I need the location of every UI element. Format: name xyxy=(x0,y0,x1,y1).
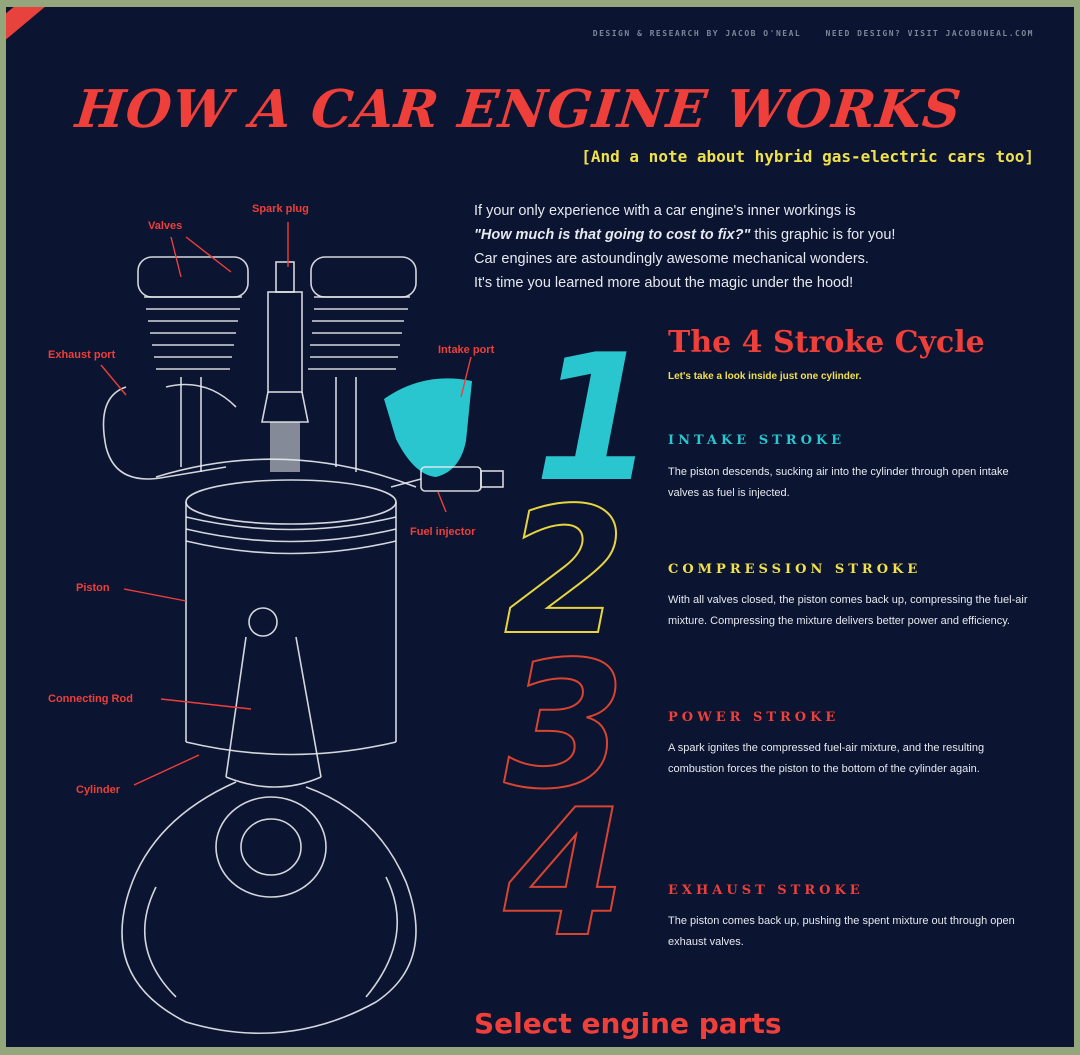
label-exhaust-port: Exhaust port xyxy=(48,349,116,361)
cycle-title: The 4 Stroke Cycle xyxy=(668,325,985,360)
connecting-rod-shape xyxy=(225,636,322,788)
stroke-number-1: 1 xyxy=(534,318,656,521)
page-subtitle: [And a note about hybrid gas-electric ca… xyxy=(581,147,1034,166)
crankshaft-shape xyxy=(121,781,417,1034)
label-piston: Piston xyxy=(76,582,110,594)
engine-wireframe xyxy=(102,256,504,1034)
infographic-poster: DESIGN & RESEARCH BY JACOB O'NEAL NEED D… xyxy=(6,7,1074,1047)
intro-line-3: Car engines are astoundingly awesome mec… xyxy=(474,251,869,267)
stroke-text-compression: With all valves closed, the piston comes… xyxy=(668,594,1028,627)
intro-quote: "How much is that going to cost to fix?" xyxy=(474,227,751,243)
intro-paragraph: If your only experience with a car engin… xyxy=(474,199,1044,295)
label-cylinder: Cylinder xyxy=(76,784,121,796)
label-connecting-rod: Connecting Rod xyxy=(48,693,133,705)
stroke-heading-exhaust: EXHAUST STROKE xyxy=(668,883,864,898)
engine-diagram: Spark plug Valves Exhaust port Intake po… xyxy=(48,203,504,1034)
label-spark-plug: Spark plug xyxy=(252,203,309,215)
label-valves: Valves xyxy=(148,220,182,232)
label-intake-port: Intake port xyxy=(438,344,495,356)
stroke-number-2: 2 xyxy=(503,471,627,674)
intro-line-2: "How much is that going to cost to fix?"… xyxy=(474,223,1044,247)
valve-spring-right xyxy=(308,256,417,472)
page-title: HOW A CAR ENGINE WORKS xyxy=(72,79,965,140)
corner-stripe xyxy=(6,7,133,63)
credits: DESIGN & RESEARCH BY JACOB O'NEAL NEED D… xyxy=(575,29,1034,38)
valve-spring-left xyxy=(137,256,249,472)
credits-design: DESIGN & RESEARCH BY JACOB O'NEAL xyxy=(592,29,802,38)
exhaust-port-shape xyxy=(102,383,237,480)
cycle-subtitle: Let's take a look inside just one cylind… xyxy=(668,371,862,382)
stroke-text-power: A spark ignites the compressed fuel-air … xyxy=(668,742,985,775)
stroke-heading-power: POWER STROKE xyxy=(668,710,840,725)
intro-line-2-rest: this graphic is for you! xyxy=(750,227,896,243)
piston-shape xyxy=(185,479,397,637)
stroke-number-4: 4 xyxy=(503,773,627,976)
cylinder-shape xyxy=(185,542,397,756)
stroke-text-exhaust: The piston comes back up, pushing the sp… xyxy=(668,915,1015,948)
select-engine-parts-heading[interactable]: Select engine parts xyxy=(474,1007,782,1040)
intro-line-1: If your only experience with a car engin… xyxy=(474,203,856,219)
intake-port-shape xyxy=(384,378,472,477)
stroke-heading-intake: INTAKE STROKE xyxy=(668,433,846,448)
stroke-text-intake: The piston descends, sucking air into th… xyxy=(668,466,1009,499)
fuel-injector-shape xyxy=(390,466,504,492)
spark-plug-shape xyxy=(261,261,309,472)
label-fuel-injector: Fuel injector xyxy=(410,526,476,538)
stroke-number-3: 3 xyxy=(503,625,627,828)
credits-visit-link[interactable]: NEED DESIGN? VISIT JACOBONEAL.COM xyxy=(825,29,1034,38)
intro-line-4: It's time you learned more about the mag… xyxy=(474,275,854,291)
stroke-heading-compression: COMPRESSION STROKE xyxy=(668,562,922,577)
